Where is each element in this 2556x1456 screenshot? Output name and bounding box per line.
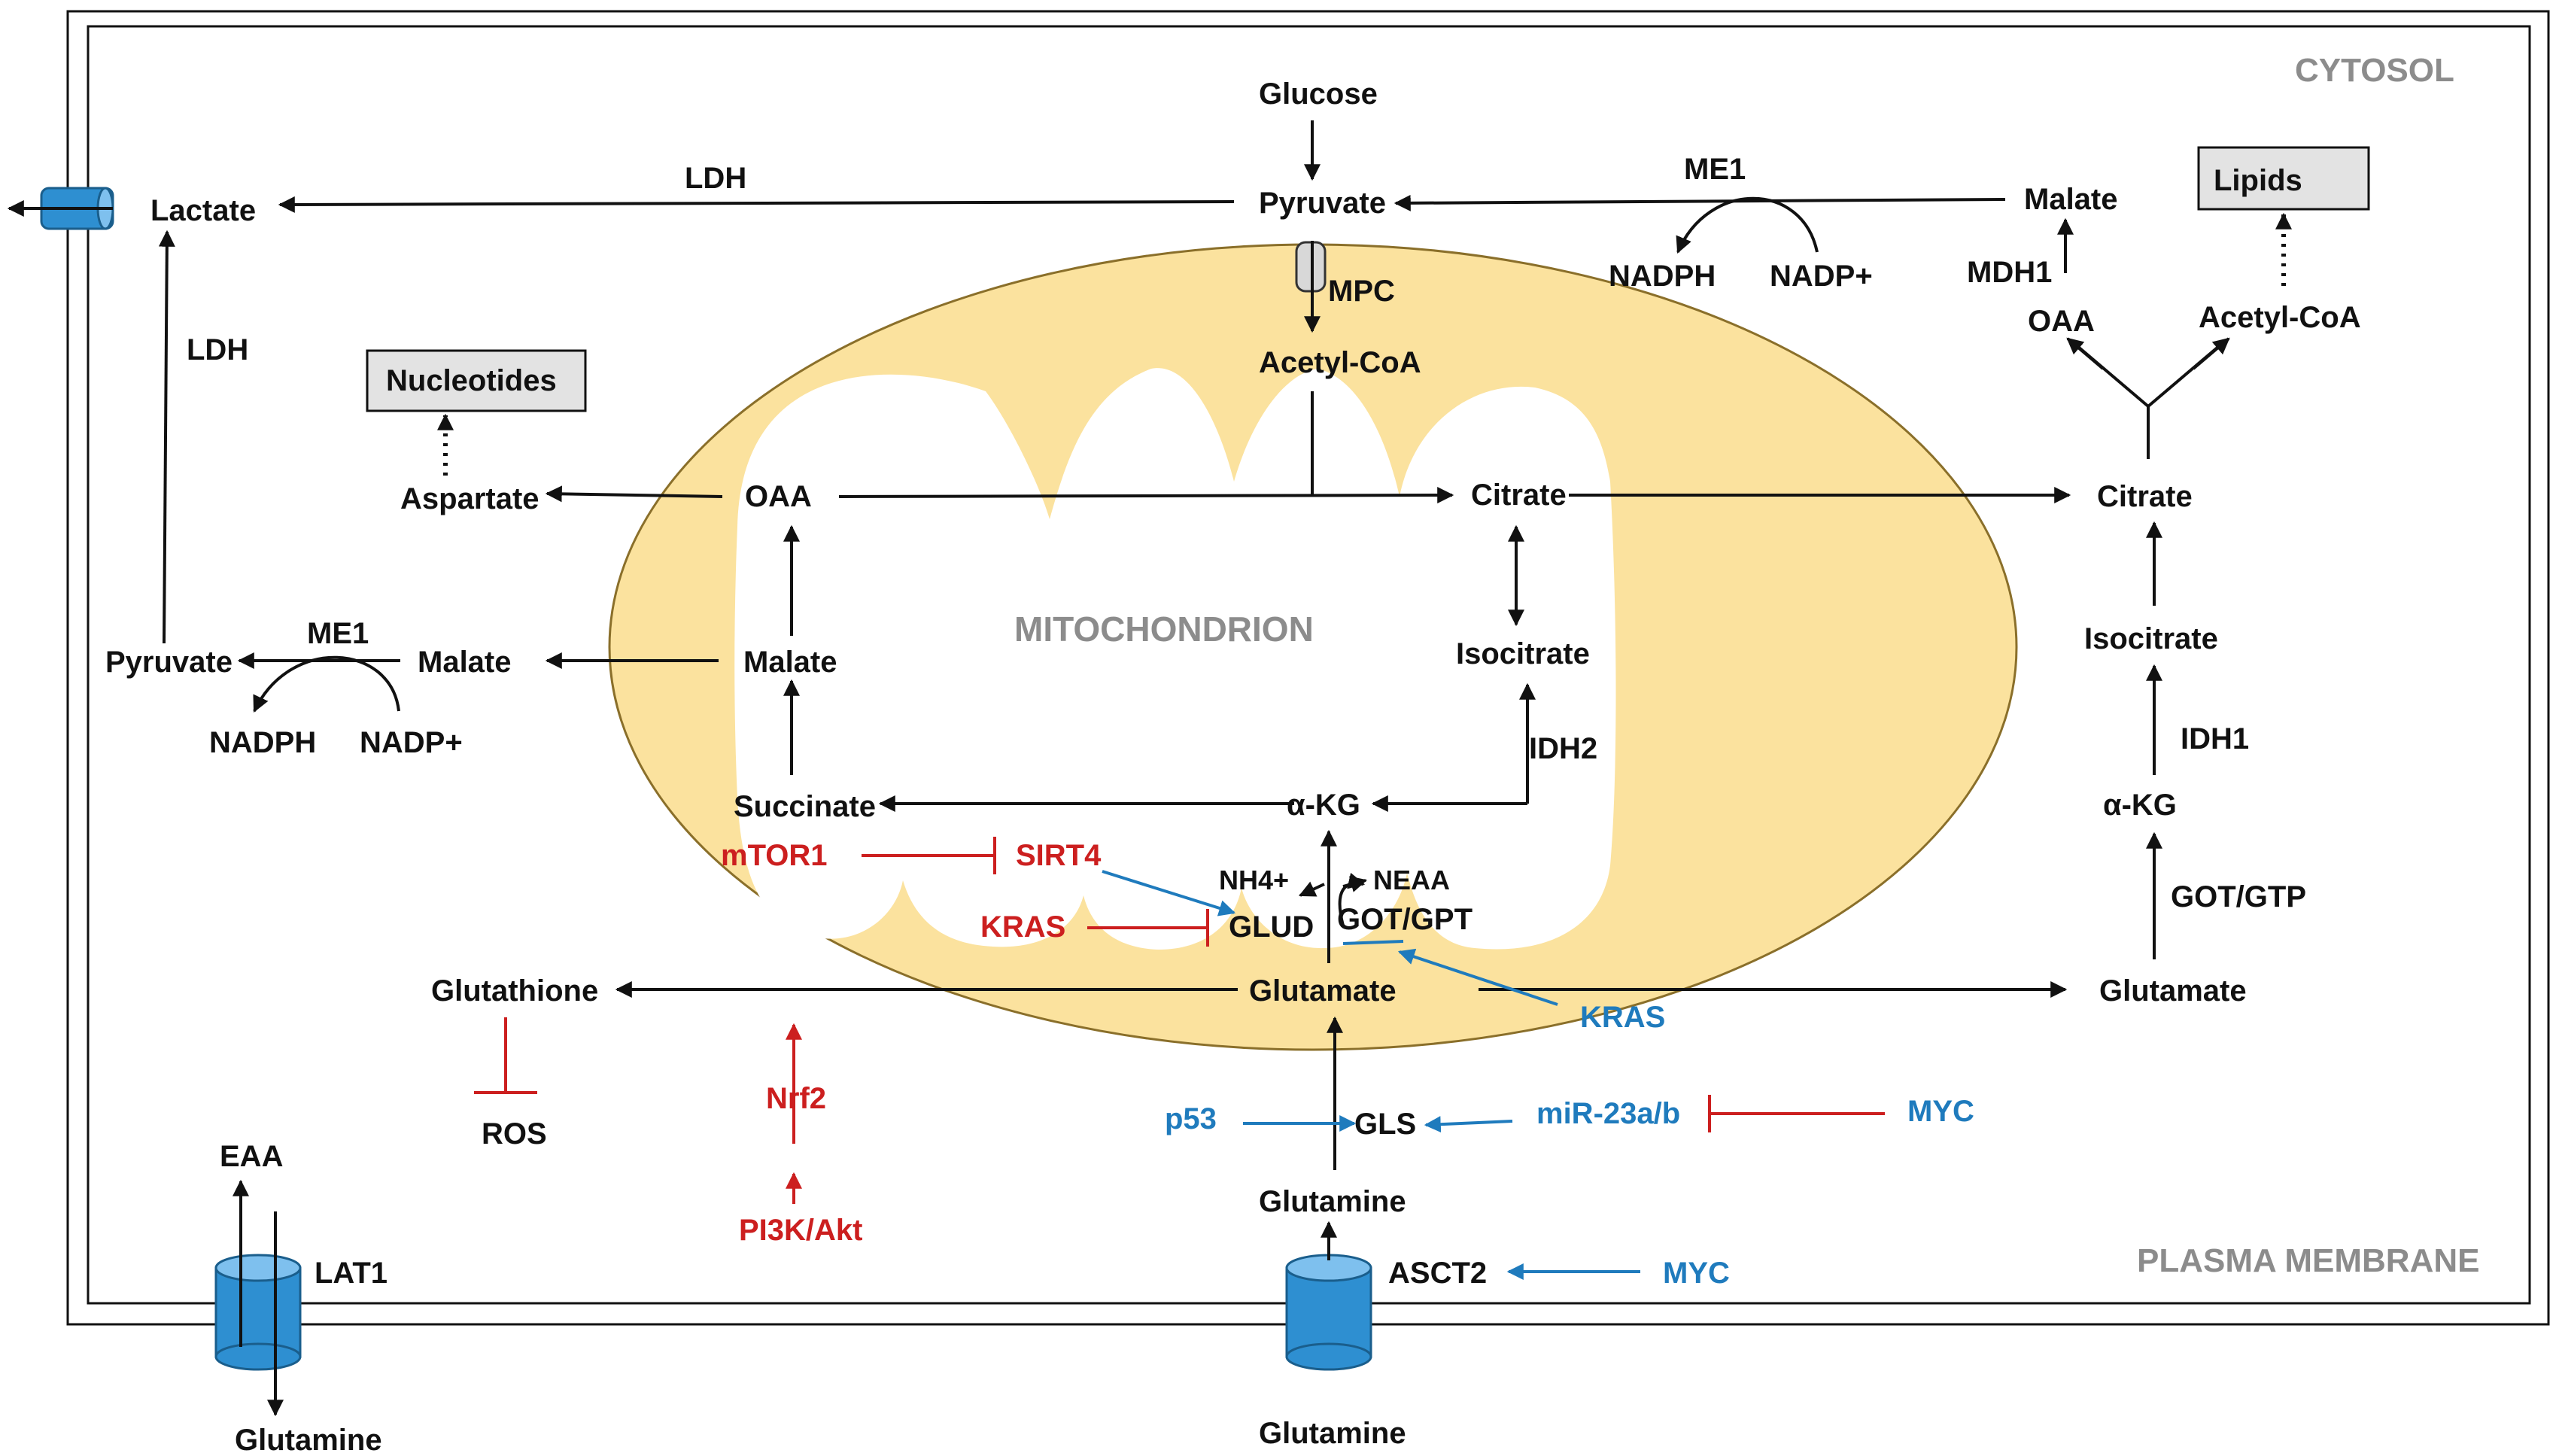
neaa-label: NEAA <box>1373 865 1450 895</box>
kras-red-label: KRAS <box>980 910 1065 944</box>
acetylcoa-mito-label: Acetyl-CoA <box>1259 346 1421 379</box>
glutamine-bottom-center-label: Glutamine <box>1259 1417 1406 1450</box>
mdh1-label: MDH1 <box>1967 256 2052 289</box>
nadp-top-label: NADP+ <box>1770 260 1873 293</box>
malate-mito-label: Malate <box>743 646 837 679</box>
malate-left-label: Malate <box>418 646 512 679</box>
idh1-label: IDH1 <box>2181 722 2249 755</box>
glud-label: GLUD <box>1229 910 1314 944</box>
pyruvate-top-label: Pyruvate <box>1259 187 1386 220</box>
lipids-box <box>2197 146 2370 211</box>
nucleotides-box <box>366 349 587 412</box>
idh2-label: IDH2 <box>1529 732 1597 765</box>
asct2-transporter-icon <box>1285 1254 1372 1371</box>
ros-label: ROS <box>482 1117 547 1151</box>
pyruvate-left-label: Pyruvate <box>105 646 233 679</box>
nrf2-label: Nrf2 <box>766 1082 826 1115</box>
got-gpt-blue-underline <box>1342 940 1404 945</box>
ldh-left-label: LDH <box>187 333 248 366</box>
akg-right-label: α-KG <box>2103 789 2177 822</box>
plasma-membrane-label: PLASMA MEMBRANE <box>2137 1242 2479 1279</box>
lat1-transporter-icon <box>214 1254 302 1371</box>
citrate-right-label: Citrate <box>2097 480 2193 513</box>
myc-bottom-label: MYC <box>1663 1257 1730 1290</box>
lactate-label: Lactate <box>150 194 256 227</box>
isocitrate-mito-label: Isocitrate <box>1456 637 1590 670</box>
aspartate-label: Aspartate <box>400 482 539 515</box>
eaa-label: EAA <box>220 1140 283 1173</box>
got-gpt-mito-label: GOT/GPT <box>1337 903 1473 936</box>
mir23-label: miR-23a/b <box>1536 1097 1680 1130</box>
gls-label: GLS <box>1354 1108 1416 1141</box>
oaa-mito-label: OAA <box>745 480 812 513</box>
pi3k-akt-label: PI3K/Akt <box>739 1214 863 1247</box>
asct2-label: ASCT2 <box>1388 1257 1487 1290</box>
branch-arrows <box>2066 337 2230 370</box>
got-gtp-right-label: GOT/GTP <box>2171 880 2306 913</box>
cofactor-curves <box>253 196 1819 926</box>
glutathione-label: Glutathione <box>431 974 598 1008</box>
mitochondrion-label: MITOCHONDRION <box>1014 609 1314 649</box>
sirt4-label: SIRT4 <box>1016 839 1102 872</box>
me1-top-label: ME1 <box>1684 153 1746 186</box>
citrate-mito-label: Citrate <box>1471 479 1567 512</box>
nadph-left-label: NADPH <box>209 726 316 759</box>
glutamine-bottom-left-label: Glutamine <box>235 1424 382 1456</box>
nadp-left-label: NADP+ <box>360 726 463 759</box>
mtor1-label: mTOR1 <box>721 839 828 872</box>
nadph-top-label: NADPH <box>1609 260 1716 293</box>
p53-label: p53 <box>1165 1102 1217 1135</box>
succinate-label: Succinate <box>734 790 876 823</box>
dotted-arrows <box>437 212 2292 476</box>
acetylcoa-right-label: Acetyl-CoA <box>2199 301 2361 334</box>
kras-blue-label: KRAS <box>1580 1001 1665 1034</box>
lat1-label: LAT1 <box>315 1257 388 1290</box>
ldh-top-label: LDH <box>685 162 746 195</box>
glutamate-right-label: Glutamate <box>2099 974 2247 1008</box>
red-inhibitors <box>474 837 1885 1132</box>
blue-arrows <box>1102 870 1640 1280</box>
nh4-label: NH4+ <box>1219 865 1289 895</box>
isocitrate-right-label: Isocitrate <box>2084 622 2218 655</box>
glucose-label: Glucose <box>1259 78 1378 111</box>
me1-left-label: ME1 <box>307 617 369 650</box>
nucleotides-label: Nucleotides <box>386 364 557 397</box>
lipids-label: Lipids <box>2214 164 2302 197</box>
glutamine-inner-label: Glutamine <box>1259 1185 1406 1218</box>
cytosol-label: CYTOSOL <box>2295 52 2454 89</box>
oaa-right-label: OAA <box>2028 305 2095 338</box>
glutamate-mito-label: Glutamate <box>1249 974 1397 1008</box>
mpc-label: MPC <box>1328 275 1395 308</box>
malate-right-label: Malate <box>2024 183 2118 216</box>
black-arrows <box>7 120 2162 1417</box>
akg-mito-label: α-KG <box>1287 789 1360 822</box>
myc-top-label: MYC <box>1907 1095 1974 1128</box>
